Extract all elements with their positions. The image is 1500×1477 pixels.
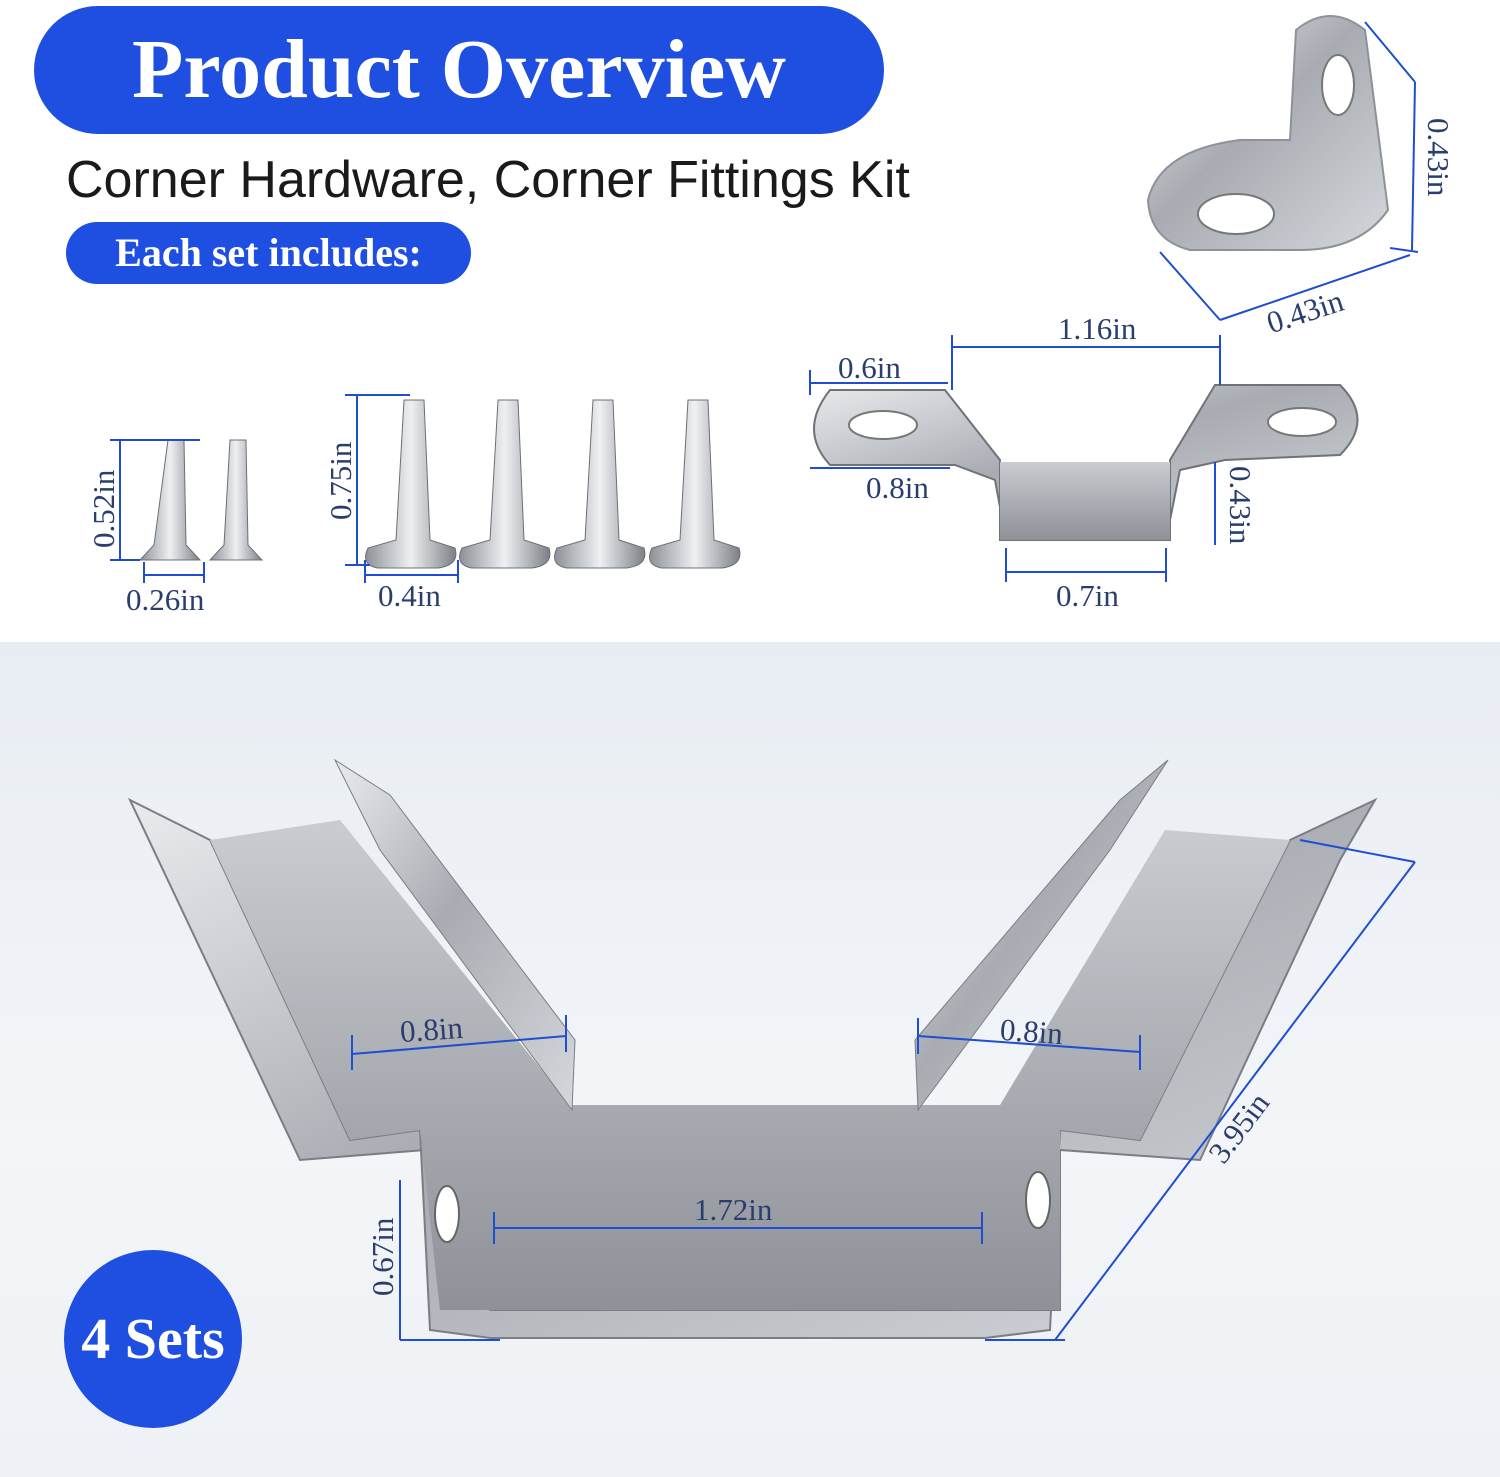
u-bracket-span-label: 1.16in [1058,311,1137,346]
u-bracket-base-label: 0.7in [1056,578,1119,613]
large-screws-image [365,399,741,569]
large-screw-length-label: 0.75in [323,441,358,520]
l-bracket-image [1146,15,1390,251]
l-bracket-height-label: 0.43in [1421,118,1456,197]
small-screw-length-label: 0.52in [86,469,121,548]
product-subtitle: Corner Hardware, Corner Fittings Kit [66,151,910,209]
corner-left-width-label: 0.8in [398,1009,464,1050]
sets-count-badge: 4 Sets [64,1250,242,1428]
u-bracket-image [813,384,1359,542]
u-bracket-height-label: 0.43in [1223,466,1258,545]
corner-right-width-label: 0.8in [998,1011,1065,1052]
corner-fitting-image [127,758,1378,1339]
includes-banner: Each set includes: [66,222,471,284]
corner-base-label: 1.72in [694,1192,773,1227]
dimension-lines [110,21,1419,1341]
u-bracket-tab-depth-label: 0.8in [866,470,929,505]
u-bracket-tab-label: 0.6in [838,350,901,385]
title-banner: Product Overview [34,6,884,134]
small-screws-image [138,439,264,561]
corner-height-label: 0.67in [365,1217,400,1296]
large-screw-head-label: 0.4in [378,578,441,613]
small-screw-head-label: 0.26in [126,582,205,617]
